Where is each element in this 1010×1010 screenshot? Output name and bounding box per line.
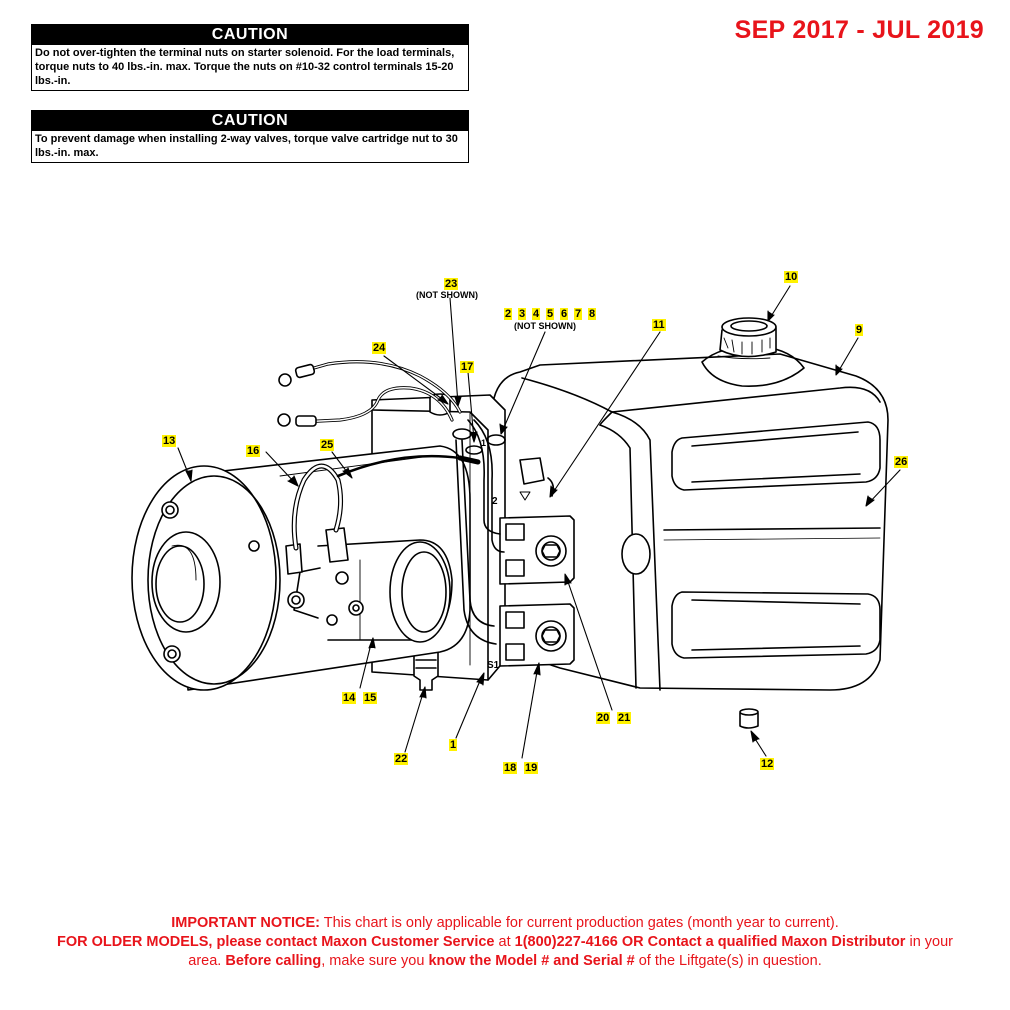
caution-box-valves: CAUTION To prevent damage when installin… bbox=[31, 110, 469, 163]
callout-4: 4 bbox=[532, 308, 541, 320]
callout-20: 20 bbox=[596, 712, 611, 724]
notice-know-model-serial: know the Model # and Serial # bbox=[428, 953, 635, 969]
notice-important-label: IMPORTANT NOTICE: bbox=[171, 915, 320, 931]
notice-at-text: at bbox=[494, 934, 515, 950]
callout-12: 12 bbox=[760, 758, 775, 770]
date-range-title: SEP 2017 - JUL 2019 bbox=[734, 16, 984, 44]
callout-15: 15 bbox=[363, 692, 378, 704]
callout-1: 1 bbox=[449, 739, 458, 751]
callout-23: 23 bbox=[444, 278, 459, 290]
callout-11: 11 bbox=[652, 319, 666, 331]
callout-8: 8 bbox=[588, 308, 597, 320]
notice-important-text: This chart is only applicable for curren… bbox=[319, 915, 839, 931]
callout-14: 14 bbox=[342, 692, 357, 704]
callout-24: 24 bbox=[372, 342, 387, 354]
callout-6: 6 bbox=[560, 308, 569, 320]
caution-box-solenoid: CAUTION Do not over-tighten the terminal… bbox=[31, 24, 469, 91]
callout-22: 22 bbox=[394, 753, 409, 765]
caution-title: CAUTION bbox=[32, 25, 468, 45]
cables bbox=[277, 360, 505, 645]
port-label-1: 1 bbox=[481, 438, 487, 448]
notice-older-models-label: FOR OLDER MODELS, please contact Maxon C… bbox=[56, 934, 495, 950]
important-notice: IMPORTANT NOTICE: This chart is only app… bbox=[40, 914, 970, 971]
caution-title: CAUTION bbox=[32, 111, 468, 131]
caution-text: To prevent damage when installing 2-way … bbox=[35, 133, 458, 159]
callout-16: 16 bbox=[246, 445, 261, 457]
callout-3: 3 bbox=[518, 308, 527, 320]
callout-19: 19 bbox=[524, 762, 539, 774]
callout-9: 9 bbox=[855, 324, 864, 336]
port-label-2: 2 bbox=[492, 496, 498, 507]
callout-17: 17 bbox=[460, 361, 475, 373]
caution-text: Do not over-tighten the terminal nuts on… bbox=[35, 47, 455, 87]
callout-25: 25 bbox=[320, 439, 335, 451]
callout-5: 5 bbox=[546, 308, 555, 320]
callout-7: 7 bbox=[574, 308, 583, 320]
callout-21: 21 bbox=[617, 712, 632, 724]
notice-phone-label: 1(800)227-4166 OR Contact a qualified Ma… bbox=[514, 934, 906, 950]
notice-area-text: in your area. bbox=[188, 934, 954, 969]
callout-18: 18 bbox=[503, 762, 518, 774]
port-label-s1: S1 bbox=[487, 660, 500, 671]
notice-before-calling: Before calling bbox=[225, 953, 322, 969]
callout-13: 13 bbox=[162, 435, 177, 447]
notice-end-text: of the Liftgate(s) in question. bbox=[634, 953, 822, 969]
notice-make-sure-text: , make sure you bbox=[321, 953, 429, 969]
callout-10: 10 bbox=[784, 271, 799, 283]
callout-2: 2 bbox=[504, 308, 513, 320]
starter-solenoid bbox=[285, 527, 453, 643]
leader-lines bbox=[177, 285, 901, 759]
not-shown-note-2-8: (NOT SHOWN) bbox=[514, 321, 576, 331]
callout-26: 26 bbox=[894, 456, 909, 468]
not-shown-note-23: (NOT SHOWN) bbox=[416, 290, 478, 300]
